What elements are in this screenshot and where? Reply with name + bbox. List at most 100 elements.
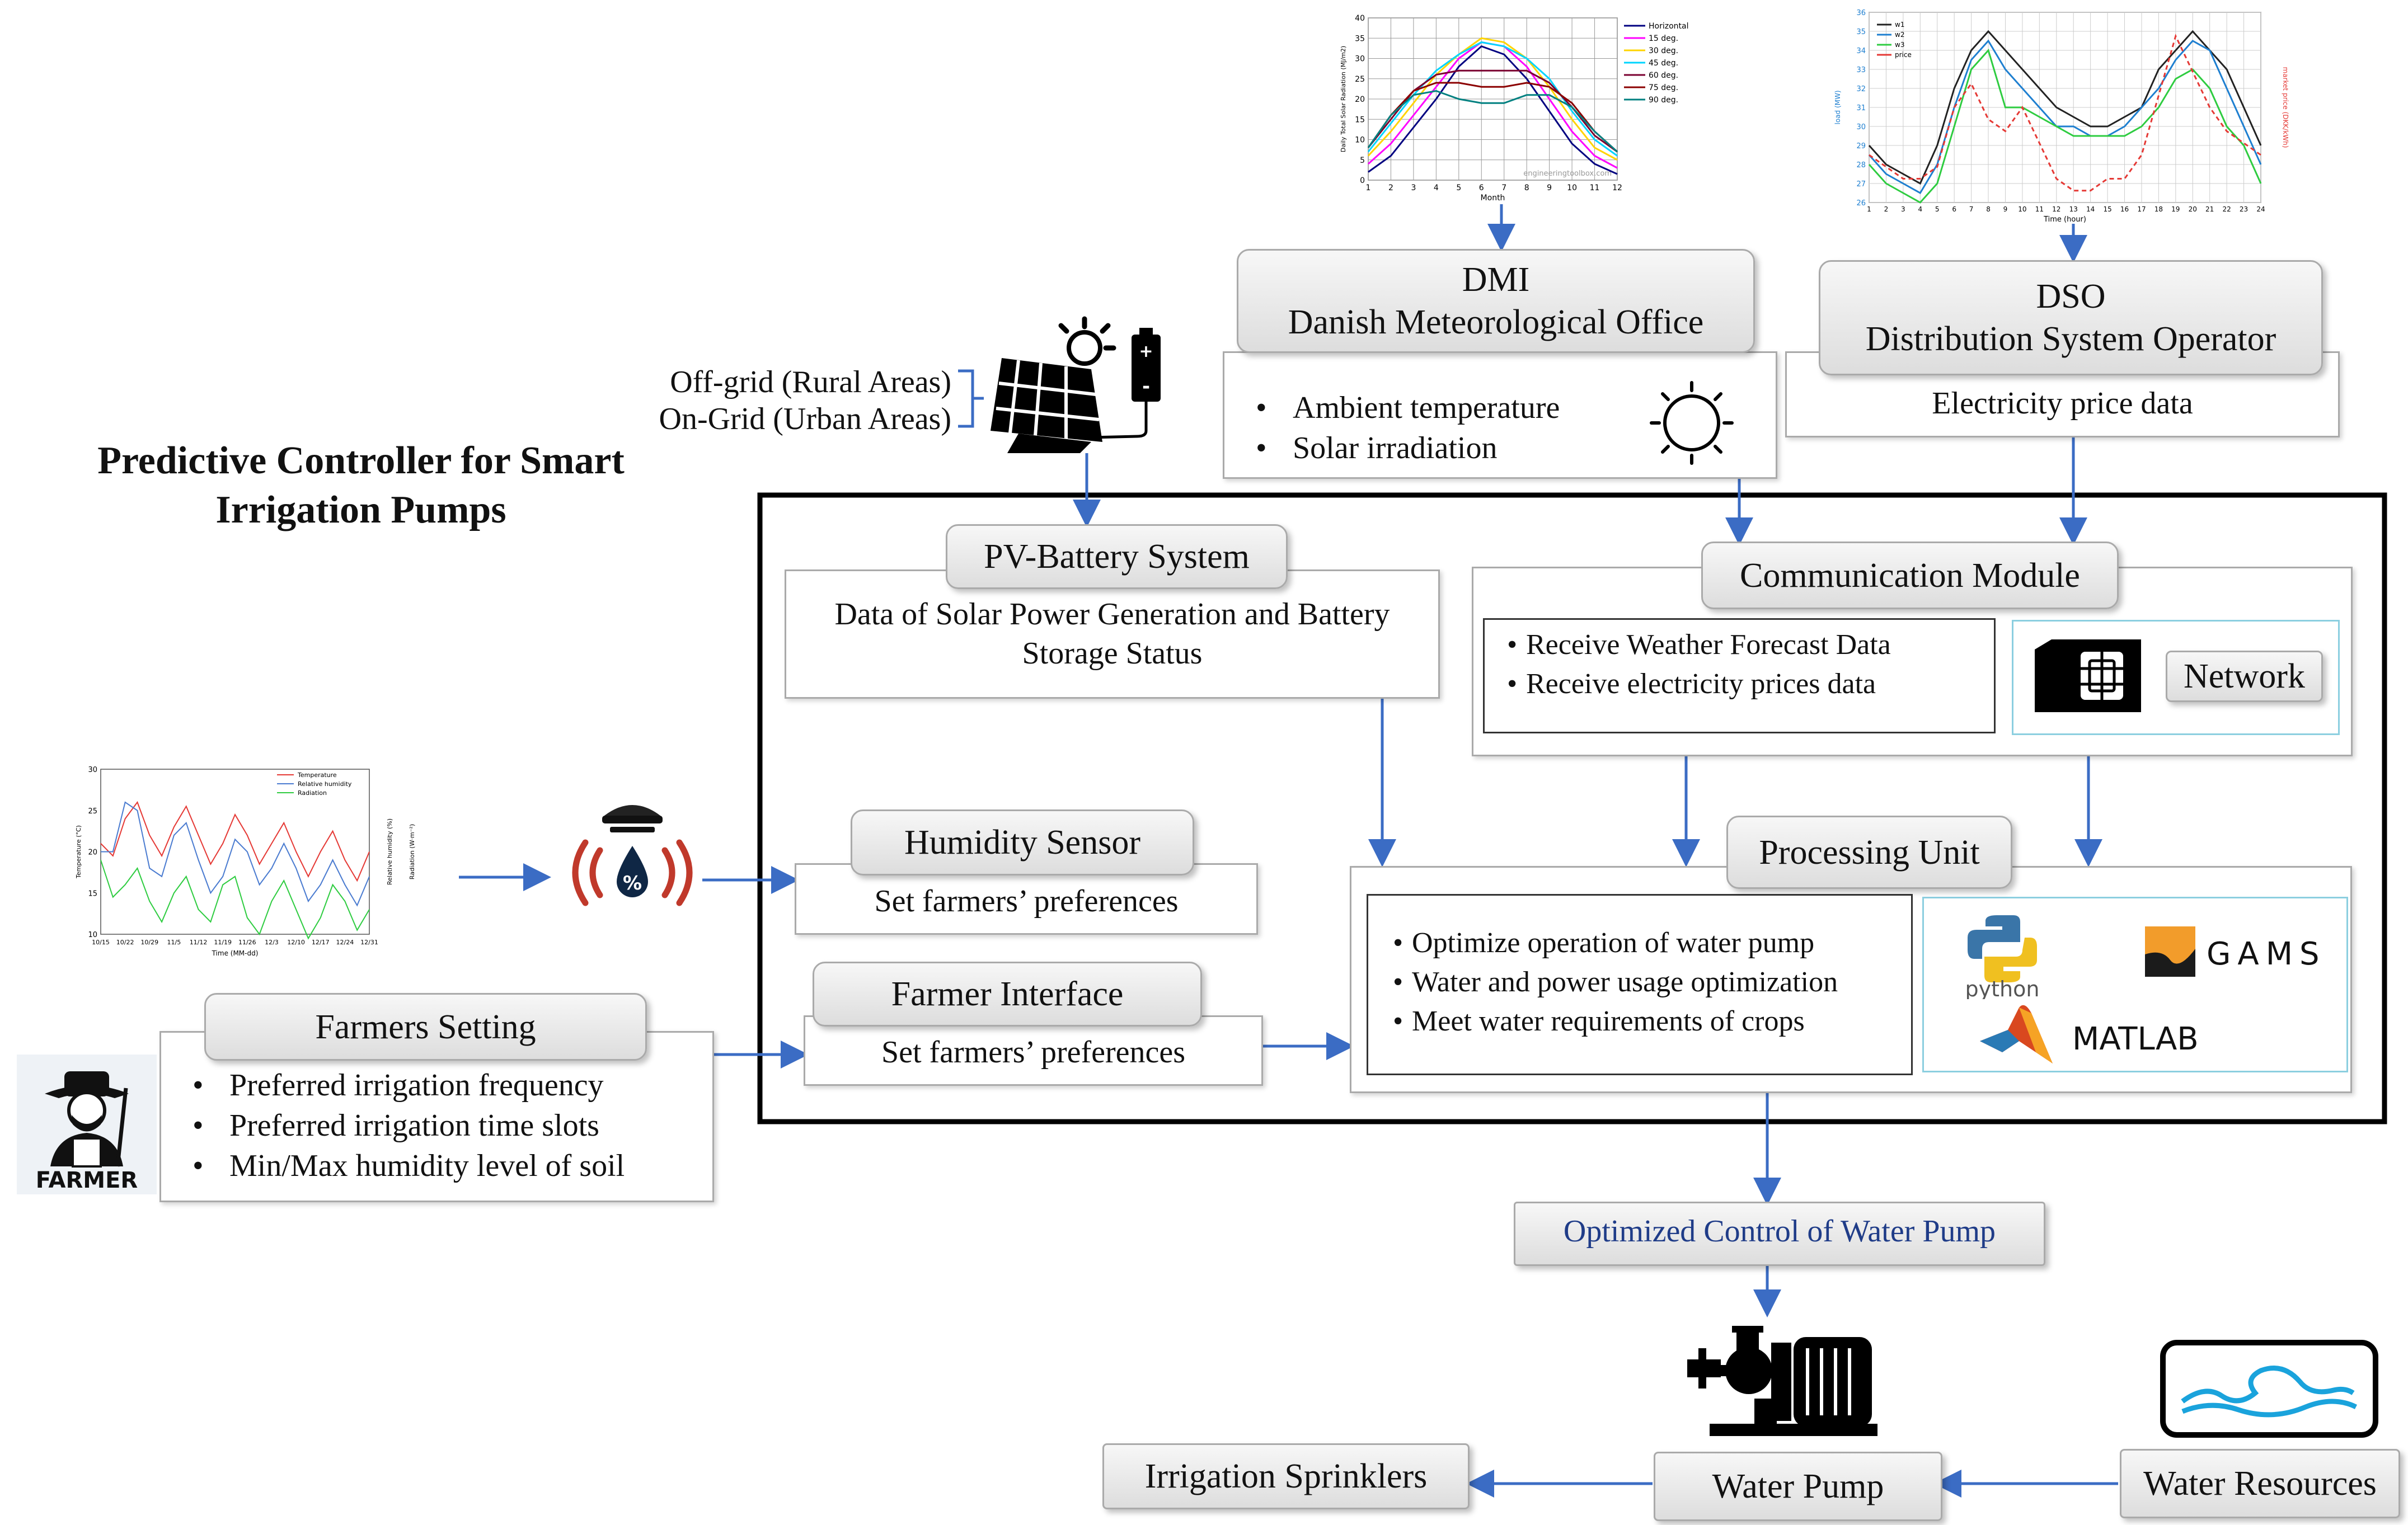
load-series-line	[1868, 39, 2262, 195]
load-xtick: 23	[2240, 205, 2248, 213]
farmers-setting-title: Farmers Setting	[315, 1008, 536, 1046]
dmi-item-temperature: Ambient temperature	[1256, 388, 1560, 428]
irrigation-sprinklers-box[interactable]: Irrigation Sprinklers	[1102, 1443, 1470, 1509]
setting-item-humidity-level: Min/Max humidity level of soil	[193, 1146, 625, 1186]
env-ytick: 30	[88, 766, 97, 774]
gams-label: GAMS	[2207, 936, 2326, 972]
solar-xtick: 3	[1411, 183, 1416, 192]
load-xtick: 24	[2256, 205, 2265, 213]
env-xtick: 12/24	[336, 939, 354, 946]
optimized-control-box[interactable]: Optimized Control of Water Pump	[1514, 1202, 2045, 1266]
load-xtick: 19	[2171, 205, 2180, 213]
load-xtick: 6	[1952, 205, 1956, 213]
comm-item-weather: Receive Weather Forecast Data	[1507, 625, 1891, 665]
load-ytick: 31	[1856, 104, 1866, 112]
farmers-setting-title-box[interactable]: Farmers Setting	[204, 993, 647, 1061]
load-series-line	[1868, 30, 2262, 185]
env-xtick: 12/31	[360, 939, 378, 946]
solar-ytick: 35	[1355, 34, 1365, 43]
load-xtick: 14	[2086, 205, 2095, 213]
env-y2label: Relative humidity (%)	[386, 818, 393, 885]
gams-logo-icon: GAMS	[2145, 926, 2326, 977]
water-wave-icon	[2160, 1340, 2378, 1438]
page-heading-line2: Irrigation Pumps	[215, 488, 506, 531]
grid-modes: Off-grid (Rural Areas) On-Grid (Urban Ar…	[627, 364, 951, 437]
dso-title-box[interactable]: DSO Distribution System Operator	[1819, 260, 2323, 375]
svg-text:+: +	[1139, 342, 1153, 361]
dmi-list: Ambient temperature Solar irradiation	[1245, 388, 1560, 468]
processing-list: Optimize operation of water pump Water a…	[1384, 924, 1838, 1041]
env-ylabel: Temperature (°C)	[75, 825, 82, 879]
processing-title-box[interactable]: Processing Unit	[1726, 816, 2012, 889]
water-resources-label: Water Resources	[2143, 1465, 2377, 1503]
solar-series-line	[1367, 90, 1618, 153]
env-legend-label: Relative humidity	[298, 780, 352, 788]
load-xtick: 11	[2035, 205, 2044, 213]
solar-xtick: 6	[1479, 183, 1484, 192]
solar-ytick: 10	[1355, 136, 1365, 145]
env-series-line	[100, 859, 370, 940]
on-grid-label: On-Grid (Urban Areas)	[659, 402, 951, 436]
load-xtick: 4	[1918, 205, 1922, 213]
matlab-logo-icon: MATLAB	[1980, 1005, 2199, 1063]
comm-title: Communication Module	[1740, 556, 2080, 595]
farmers-setting-list: Preferred irrigation frequency Preferred…	[181, 1065, 625, 1186]
dso-title: DSO	[2036, 277, 2106, 316]
load-xtick: 16	[2120, 205, 2129, 213]
solar-legend-label: 60 deg.	[1649, 71, 1678, 80]
svg-text:%: %	[623, 872, 642, 895]
env-plot-area	[100, 769, 370, 935]
pv-panel: Data of Solar Power Generation and Batte…	[785, 569, 1440, 699]
dmi-title-box[interactable]: DMI Danish Meteorological Office	[1237, 249, 1755, 353]
load-series-line	[1868, 49, 2262, 204]
page-heading-line1: Predictive Controller for Smart	[97, 439, 625, 482]
load-ytick: 34	[1856, 47, 1866, 55]
env-ytick: 15	[88, 889, 97, 898]
network-label: Network	[2184, 657, 2305, 695]
comm-list-box: Receive Weather Forecast Data Receive el…	[1483, 618, 1996, 733]
solar-ytick: 20	[1355, 95, 1365, 104]
load-ylabel: load (MW)	[1834, 90, 1842, 124]
farmer-interface-title-box[interactable]: Farmer Interface	[813, 962, 1202, 1027]
humidity-sensor-icon: %	[572, 805, 693, 906]
humidity-title-box[interactable]: Humidity Sensor	[851, 809, 1194, 876]
comm-title-box[interactable]: Communication Module	[1701, 542, 2119, 609]
pv-text: Data of Solar Power Generation and Batte…	[786, 595, 1438, 673]
load-xtick: 20	[2189, 205, 2197, 213]
env-series-line	[101, 801, 370, 907]
comm-item-prices: Receive electricity prices data	[1507, 665, 1891, 704]
load-legend-label: w3	[1895, 41, 1904, 49]
load-xtick: 15	[2103, 205, 2111, 213]
solar-legend-label: 45 deg.	[1649, 59, 1678, 68]
matlab-label: MATLAB	[2072, 1021, 2199, 1057]
irrigation-sprinklers-label: Irrigation Sprinklers	[1144, 1457, 1428, 1495]
python-logo-icon: python	[1965, 915, 2039, 999]
load-ytick: 26	[1856, 199, 1866, 208]
solar-ytick: 0	[1360, 176, 1365, 185]
water-resources-box[interactable]: Water Resources	[2120, 1449, 2400, 1518]
env-series-line	[100, 801, 370, 882]
load-xtick: 2	[1884, 205, 1889, 213]
env-xtick: 11/12	[190, 939, 208, 946]
env-legend-label: Radiation	[298, 789, 327, 797]
network-button[interactable]: Network	[2166, 651, 2323, 702]
solar-ytick: 40	[1355, 14, 1365, 23]
load-ytick: 27	[1856, 180, 1866, 189]
load-ytick: 30	[1856, 123, 1866, 131]
water-pump-box[interactable]: Water Pump	[1654, 1452, 1942, 1521]
env-xtick: 10/15	[92, 939, 110, 946]
pv-title-box[interactable]: PV-Battery System	[946, 524, 1288, 589]
solar-legend-label: 30 deg.	[1649, 46, 1678, 55]
solar-panel-battery-icon: + -	[991, 316, 1161, 453]
processing-list-box: Optimize operation of water pump Water a…	[1367, 894, 1913, 1075]
pv-text-line2: Storage Status	[1022, 636, 1203, 671]
comm-list: Receive Weather Forecast Data Receive el…	[1498, 625, 1891, 704]
setting-item-frequency: Preferred irrigation frequency	[193, 1065, 625, 1105]
solar-series-line	[1368, 45, 1618, 175]
load-ytick: 35	[1856, 28, 1866, 36]
load-ytick: 33	[1856, 66, 1866, 74]
solar-legend-label: 15 deg.	[1649, 34, 1678, 43]
